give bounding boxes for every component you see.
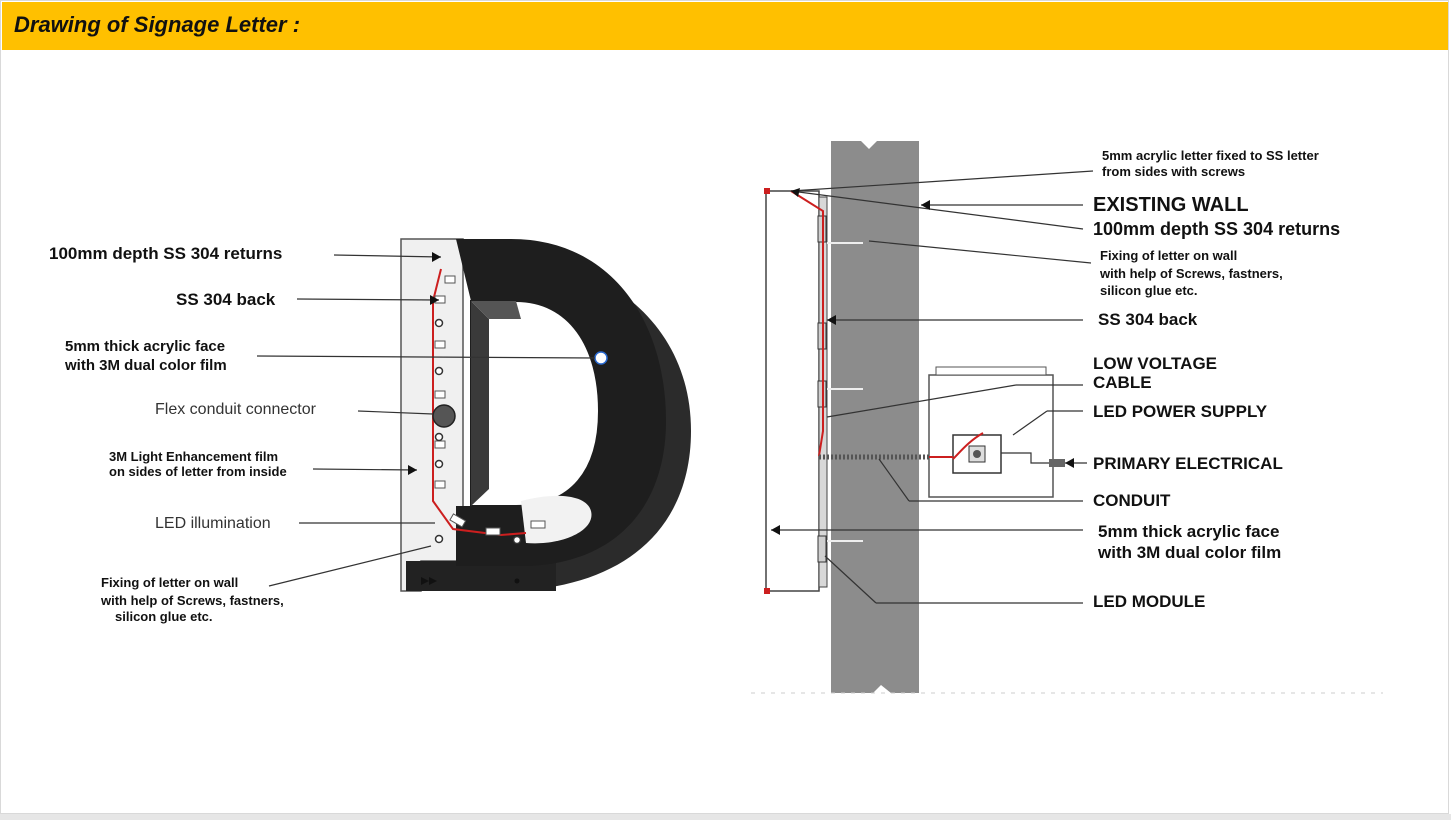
section-view-illustration [764, 141, 1065, 693]
label-low-voltage-1: LOW VOLTAGE [1093, 354, 1218, 373]
label-acrylic-face-left-1: 5mm thick acrylic face [65, 338, 226, 355]
profile-bottom-marker [764, 588, 770, 594]
label-acrylic-fixed-2: from sides with screws [1102, 164, 1246, 179]
acrylic-face-marker [594, 351, 608, 365]
title-bar: Drawing of Signage Letter : [2, 2, 1448, 50]
label-fixing-right-1: Fixing of letter on wall [1100, 248, 1238, 263]
letter-d-inner-top [471, 301, 521, 319]
base-screw-dot [514, 578, 520, 584]
label-led-illumination: LED illumination [155, 515, 271, 532]
psu-input-wire [929, 432, 984, 460]
letter-d-inner-depth [471, 301, 489, 506]
primary-plug [1049, 459, 1065, 467]
label-led-power-supply: LED POWER SUPPLY [1093, 402, 1268, 421]
label-low-voltage-2: CABLE [1093, 373, 1152, 392]
flex-conduit-connector-icon [432, 404, 456, 428]
left-leader-lines [256, 254, 596, 587]
wall-fixing-screws [827, 242, 863, 542]
right-arrowheads [771, 188, 1074, 535]
label-acrylic-face-right-2: with 3M dual color film [1098, 543, 1282, 562]
led-module-chain [434, 275, 546, 536]
terminal-dot [973, 450, 981, 458]
junction-box-lid [935, 366, 1047, 376]
bottom-band [0, 814, 1451, 820]
label-acrylic-face-right-1: 5mm thick acrylic face [1098, 522, 1280, 541]
label-flex-conduit: Flex conduit connector [155, 401, 316, 418]
right-leader-lines [771, 170, 1094, 604]
label-light-film-1: 3M Light Enhancement film [109, 449, 279, 464]
label-ss-back-right: SS 304 back [1098, 310, 1198, 329]
primary-cable [1001, 452, 1053, 464]
label-acrylic-fixed-1: 5mm acrylic letter fixed to SS letter [1102, 148, 1319, 163]
left-arrowheads [408, 252, 441, 475]
slide-title: Drawing of Signage Letter : [14, 12, 301, 37]
profile-top-marker [764, 188, 770, 194]
screw-holes [434, 318, 522, 545]
label-fixing-left-1: Fixing of letter on wall [101, 575, 239, 590]
label-primary-electrical: PRIMARY ELECTRICAL [1093, 454, 1283, 473]
letter-d-face [456, 239, 666, 566]
letter-profile [765, 190, 820, 592]
letter-d-glow-patch [521, 495, 592, 544]
label-fixing-right-2: with help of Screws, fastners, [1100, 266, 1283, 281]
label-fixing-left-2: with help of Screws, fastners, [101, 593, 284, 608]
label-ss-back-left: SS 304 back [176, 290, 276, 309]
label-fixing-left-3: silicon glue etc. [115, 609, 213, 624]
led-wire-left [432, 268, 527, 537]
label-returns-left: 100mm depth SS 304 returns [49, 244, 283, 263]
label-fixing-right-3: silicon glue etc. [1100, 283, 1198, 298]
label-acrylic-face-left-2: with 3M dual color film [65, 357, 227, 374]
existing-wall [831, 141, 919, 693]
label-light-film-2: on sides of letter from inside [109, 464, 287, 479]
letter-d-illustration [400, 238, 691, 592]
label-existing-wall: EXISTING WALL [1093, 194, 1249, 216]
label-conduit: CONDUIT [1093, 491, 1171, 510]
base-arrow-icon [421, 577, 437, 585]
label-returns-right: 100mm depth SS 304 returns [1093, 219, 1341, 239]
label-led-module: LED MODULE [1093, 592, 1206, 611]
